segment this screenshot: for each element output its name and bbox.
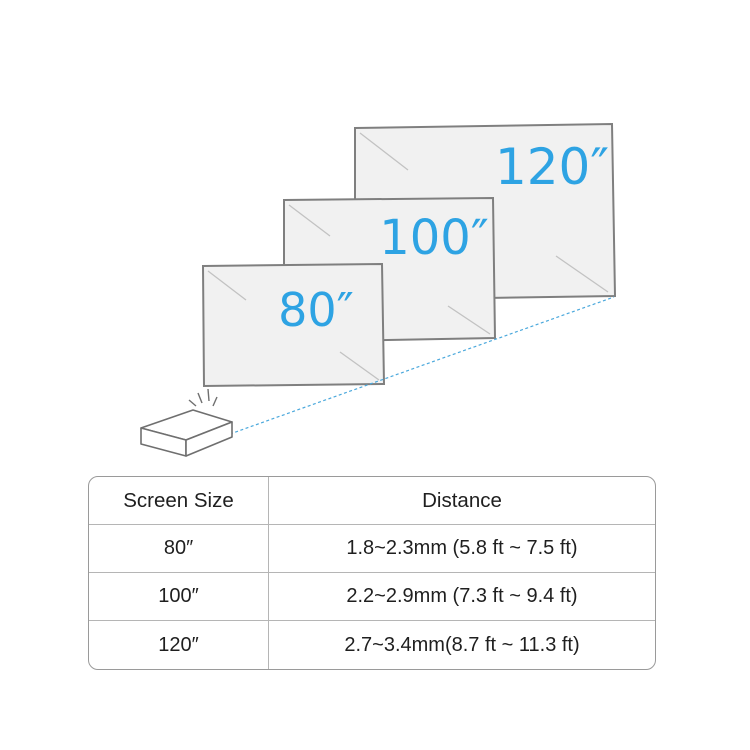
table-row: 120″ 2.7~3.4mm(8.7 ft ~ 11.3 ft) xyxy=(89,621,655,669)
screen-distance-table: Screen Size Distance 80″ 1.8~2.3mm (5.8 … xyxy=(88,476,656,670)
screen-label-100: 100″ xyxy=(379,210,489,266)
table-header-row: Screen Size Distance xyxy=(89,477,655,525)
projector-icon xyxy=(140,388,233,457)
projection-diagram: 120″ 100″ 80″ xyxy=(140,122,617,457)
projection-beam-line xyxy=(229,296,615,435)
cell-distance: 2.7~3.4mm(8.7 ft ~ 11.3 ft) xyxy=(344,633,580,656)
cell-distance: 2.2~2.9mm (7.3 ft ~ 9.4 ft) xyxy=(346,585,578,607)
table-row: 100″ 2.2~2.9mm (7.3 ft ~ 9.4 ft) xyxy=(89,573,655,621)
header-distance: Distance xyxy=(422,488,502,512)
screen-80: 80″ xyxy=(201,262,386,388)
cell-screen-size: 120″ xyxy=(89,621,269,669)
cell-screen-size: 80″ xyxy=(89,525,269,572)
cell-screen-size: 100″ xyxy=(89,573,269,620)
cell-distance: 1.8~2.3mm (5.8 ft ~ 7.5 ft) xyxy=(346,537,578,559)
header-screen-size: Screen Size xyxy=(89,477,269,524)
screen-label-80: 80″ xyxy=(278,283,354,337)
screen-label-120: 120″ xyxy=(495,138,609,196)
table-row: 80″ 1.8~2.3mm (5.8 ft ~ 7.5 ft) xyxy=(89,525,655,573)
